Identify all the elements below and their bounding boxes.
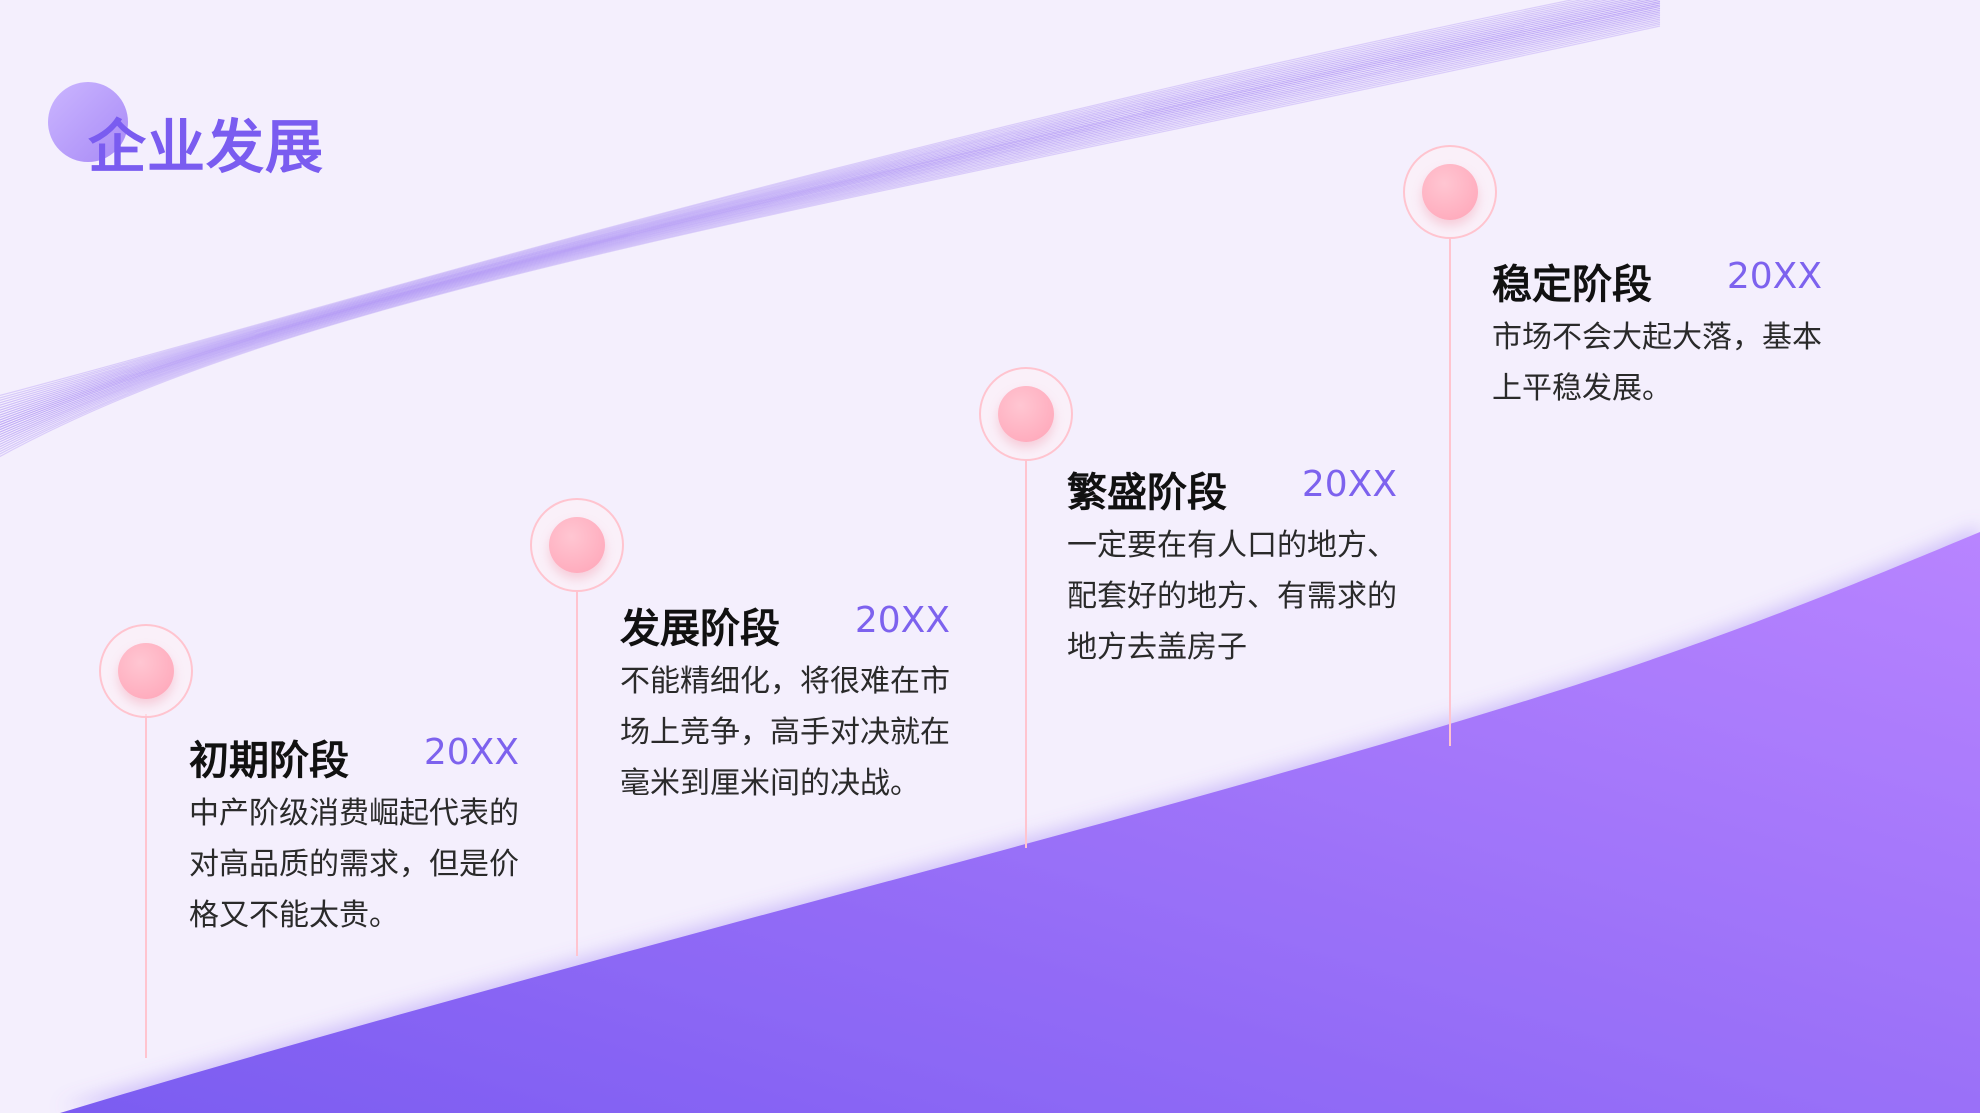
timeline-stem-1 xyxy=(145,714,147,1058)
fan-line xyxy=(0,0,1592,401)
stage-year: 20XX xyxy=(1726,256,1822,297)
fan-line xyxy=(0,0,1661,423)
timeline-stem-4 xyxy=(1449,238,1451,746)
decorative-line-fan xyxy=(0,0,1661,458)
stage-description: 不能精细化，将很难在市场上竞争，高手对决就在毫米到厘米间的决战。 xyxy=(620,664,950,801)
fan-line xyxy=(0,20,1661,450)
fan-line xyxy=(0,0,1584,399)
timeline-marker-2 xyxy=(530,498,624,592)
stage-header: 稳定阶段 20XX xyxy=(1492,252,1832,308)
stage-description: 市场不会大起大落，基本上平稳发展。 xyxy=(1492,320,1822,406)
timeline-marker-1 xyxy=(99,624,193,718)
stage-header: 初期阶段 20XX xyxy=(189,728,529,784)
fan-line xyxy=(0,0,1645,416)
stage-block-4: 稳定阶段 20XX 市场不会大起大落，基本上平稳发展。 xyxy=(1492,252,1832,414)
fan-line xyxy=(0,2,1661,426)
fan-line xyxy=(0,0,1653,419)
fan-line xyxy=(0,6,1661,431)
timeline-stem-3 xyxy=(1025,460,1027,848)
fan-line xyxy=(0,13,1661,441)
title-decor-circle xyxy=(48,82,128,162)
stage-block-1: 初期阶段 20XX 中产阶级消费崛起代表的对高品质的需求，但是价格又不能太贵。 xyxy=(189,728,529,941)
timeline-marker-4 xyxy=(1403,145,1497,239)
fan-line xyxy=(0,7,1661,433)
stage-description: 一定要在有人口的地方、配套好的地方、有需求的地方去盖房子 xyxy=(1067,528,1397,665)
stage-block-2: 发展阶段 20XX 不能精细化，将很难在市场上竞争，高手对决就在毫米到厘米间的决… xyxy=(620,596,960,809)
fan-line xyxy=(0,0,1661,421)
stage-name: 初期阶段 xyxy=(189,738,349,784)
fan-line xyxy=(0,14,1661,443)
fan-line xyxy=(0,16,1661,445)
fan-line xyxy=(0,0,1636,414)
stage-year: 20XX xyxy=(423,732,519,773)
fan-line xyxy=(0,25,1661,458)
fan-line xyxy=(0,0,1601,404)
stage-name: 繁盛阶段 xyxy=(1067,470,1227,516)
marker-dot xyxy=(549,517,605,573)
fan-line xyxy=(0,9,1661,436)
fan-line xyxy=(0,21,1661,453)
stage-name: 稳定阶段 xyxy=(1492,262,1652,308)
marker-dot xyxy=(1422,164,1478,220)
fan-line xyxy=(0,0,1610,406)
fan-line xyxy=(0,0,1575,397)
fan-line xyxy=(0,4,1661,428)
marker-dot xyxy=(118,643,174,699)
fan-line xyxy=(0,23,1661,455)
fan-line xyxy=(0,18,1661,448)
stage-block-3: 繁盛阶段 20XX 一定要在有人口的地方、配套好的地方、有需求的地方去盖房子 xyxy=(1067,460,1407,673)
stage-header: 发展阶段 20XX xyxy=(620,596,960,652)
stage-header: 繁盛阶段 20XX xyxy=(1067,460,1407,516)
stage-description: 中产阶级消费崛起代表的对高品质的需求，但是价格又不能太贵。 xyxy=(189,796,519,933)
stage-year: 20XX xyxy=(854,600,950,641)
timeline-stem-2 xyxy=(576,590,578,956)
purple-wave xyxy=(60,532,1980,1113)
stage-year: 20XX xyxy=(1301,464,1397,505)
marker-dot xyxy=(998,386,1054,442)
timeline-marker-3 xyxy=(979,367,1073,461)
page-title: 企业发展 xyxy=(88,113,325,181)
fan-line xyxy=(0,0,1627,411)
stage-name: 发展阶段 xyxy=(620,606,780,652)
fan-line xyxy=(0,11,1661,438)
fan-line xyxy=(0,0,1619,409)
